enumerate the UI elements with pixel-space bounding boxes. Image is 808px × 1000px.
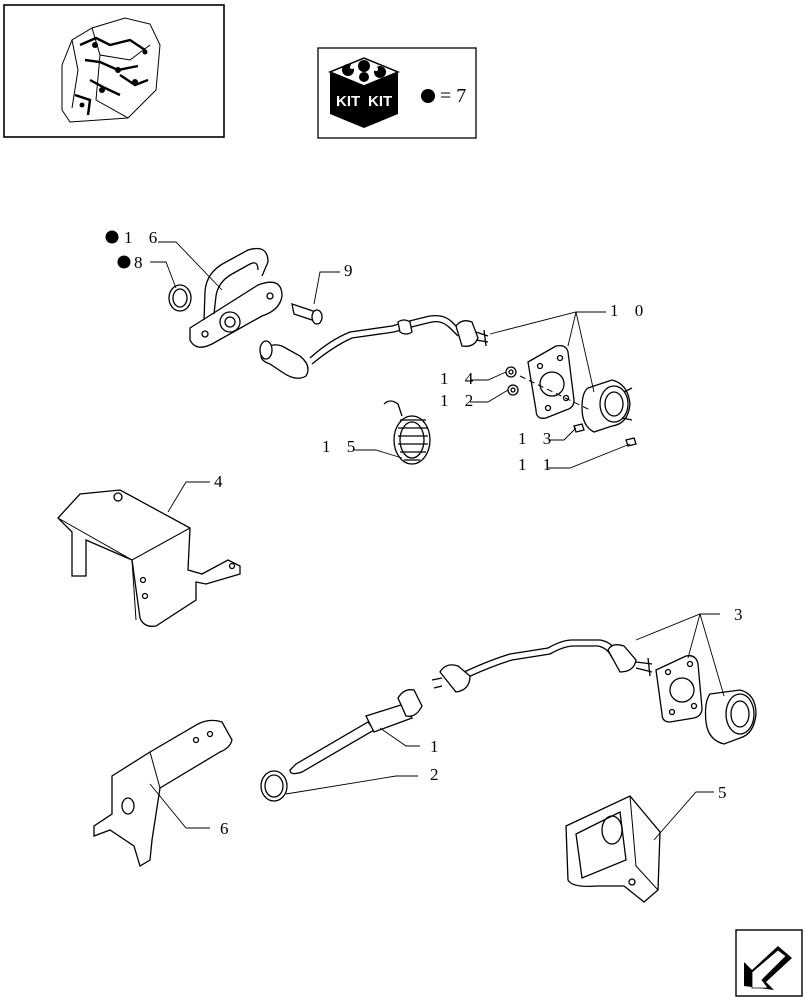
lower-flange-plate [655,655,703,723]
part-4-bracket [57,489,241,627]
bullet-icon-8 [117,255,131,269]
callout-6: 6 [220,819,235,838]
part-14-nut [505,366,517,378]
kit-equals-text: = 7 [440,85,466,107]
kit-box-icon: KIT KIT [328,57,400,128]
callout-12: 1 2 [440,391,479,410]
next-page-arrow-icon[interactable] [735,929,803,997]
part-5-bracket [565,795,661,903]
sensor-harness-upper [259,314,489,379]
part-13-screw [573,423,585,433]
callout-14: 1 4 [440,369,479,388]
part-9-bolt [291,303,323,325]
upper-flange-plate [527,344,575,419]
part-2-o-ring [260,770,288,802]
part-8-o-ring [168,284,192,312]
callout-3: 3 [734,605,749,624]
lower-connector-housing [704,689,757,745]
callout-15: 1 5 [322,437,361,456]
upper-connector-housing [581,379,633,433]
callout-16: 1 6 [124,228,163,247]
cab-harness-icon [61,17,161,123]
kit-label-left: KIT [336,93,360,110]
part-16-bracket [189,247,283,348]
callout-9: 9 [344,261,359,280]
part-1-sensor-probe [289,689,423,775]
sensor-harness-lower [431,639,653,693]
bullet-icon-16 [105,230,119,244]
callout-2: 2 [430,765,445,784]
callout-1: 1 [430,737,445,756]
part-11-screw [625,437,637,447]
callout-4: 4 [214,472,229,491]
leader-lines [149,241,725,841]
callout-10: 1 0 [610,301,649,320]
kit-label-right: KIT [368,93,392,110]
kit-bullet-icon [421,89,435,103]
part-12-washer [507,384,519,396]
overview-thumbnail[interactable] [3,4,225,138]
callout-8: 8 [134,253,149,272]
part-15-cable-tie [383,400,431,465]
callout-13: 1 3 [518,429,557,448]
callout-11: 1 1 [518,455,557,474]
part-6-bracket [93,719,233,867]
kit-legend: KIT KIT = 7 [317,47,477,139]
callout-5: 5 [718,783,733,802]
